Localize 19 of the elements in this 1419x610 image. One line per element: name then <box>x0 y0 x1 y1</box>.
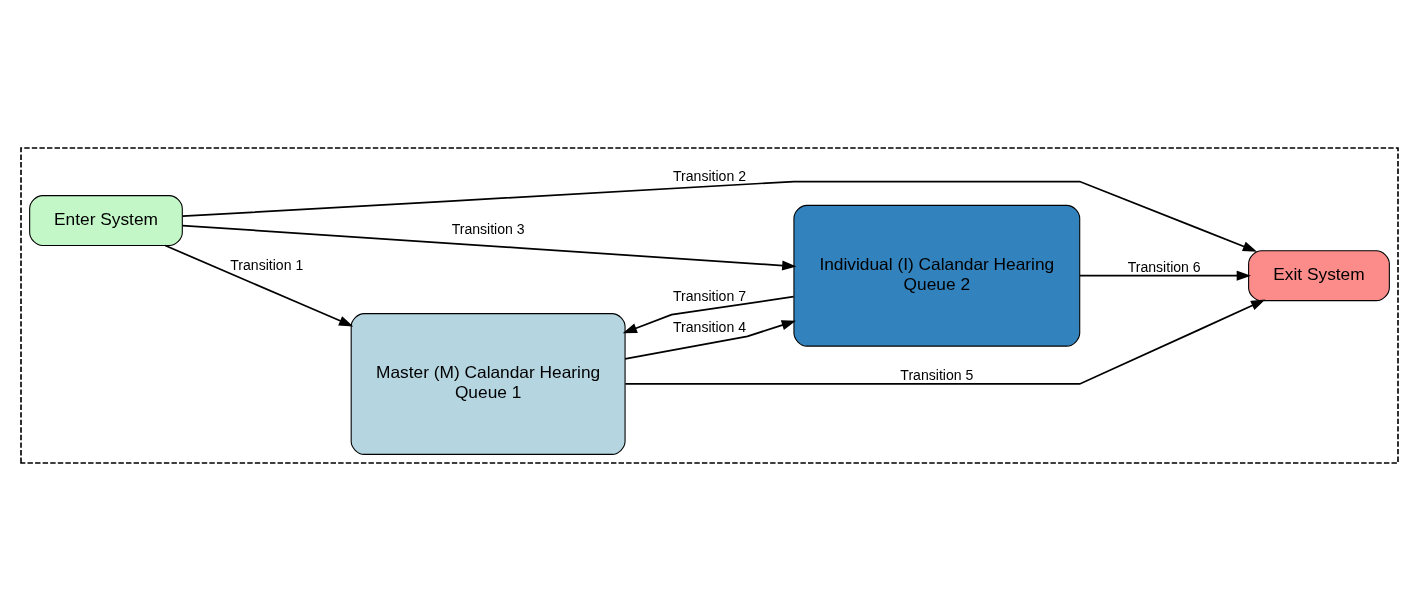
arrow <box>622 295 795 333</box>
arrow <box>181 180 1258 252</box>
arrow <box>624 299 1266 385</box>
node-box: Enter System <box>29 194 183 246</box>
edge-label: Transition 4 <box>673 318 746 335</box>
arrow <box>1079 270 1251 281</box>
edge-label: Transition 3 <box>451 220 525 237</box>
arrow <box>164 244 354 326</box>
node-box: Individual (I) Calandar Hearing Queue 2 <box>793 204 1081 347</box>
node-box: Exit System <box>1248 249 1390 301</box>
edge-label: Transition 7 <box>673 287 746 304</box>
edge-label: Transition 2 <box>673 167 746 184</box>
edge-label: Transition 6 <box>1127 258 1201 275</box>
edge-label: Transition 5 <box>900 366 974 383</box>
arrow <box>181 224 797 270</box>
node-box: Master (M) Calandar Hearing Queue 1 <box>350 312 626 455</box>
edge-label: Transition 1 <box>230 256 304 273</box>
cluster <box>20 146 1399 464</box>
arrow <box>624 319 796 360</box>
